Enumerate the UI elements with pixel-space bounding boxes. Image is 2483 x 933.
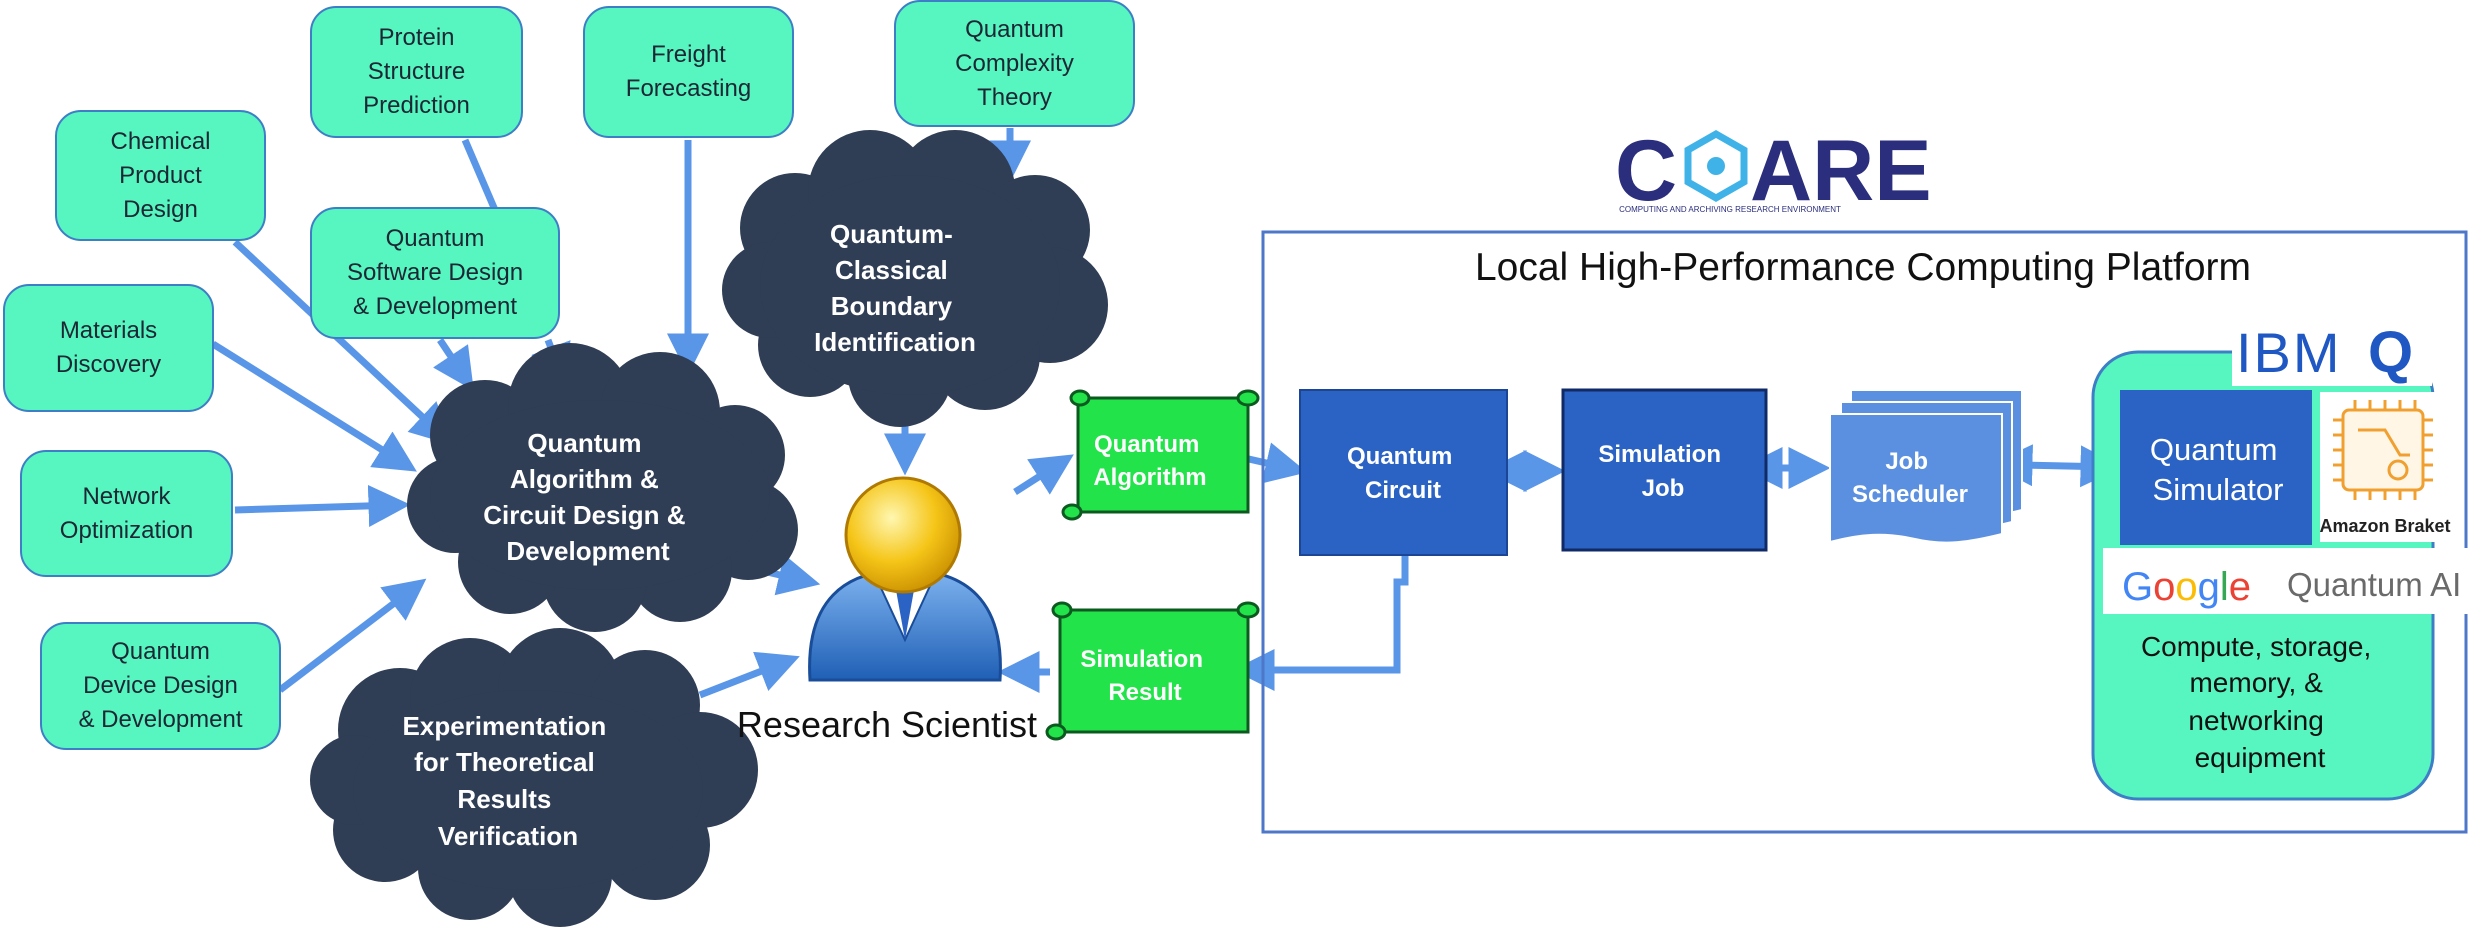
coare-logo: C ARE COMPUTING AND ARCHIVING RESEARCH E…: [1615, 123, 1932, 219]
app-box-freight-forecasting: Freight Forecasting: [583, 6, 794, 138]
scroll-quantum-algorithm: [1061, 389, 1260, 521]
amazon-braket-chip-icon: [2333, 400, 2433, 500]
google-letter-6: e: [2229, 565, 2251, 609]
cloud-algorithm: [407, 343, 798, 632]
equipment-line-3: networking: [2188, 705, 2323, 736]
scientist-icon: [808, 476, 1002, 682]
arrow-chemical-to-algorithm: [232, 239, 453, 446]
cloud-boundary-line-3: Boundary: [831, 291, 953, 321]
block-scheduler-text: Job Scheduler: [1852, 448, 1968, 508]
cloud-experiment-line-4: Verification: [438, 821, 578, 851]
cloud-algorithm-line-1: Quantum: [527, 428, 641, 458]
block-simulator-text: Quantum Simulator: [2150, 432, 2286, 507]
arrow-scientist-to-scroll: [1013, 454, 1074, 495]
cloud-experiment-line-1: Experimentation: [403, 711, 607, 741]
block-simulation-job: [1561, 388, 1768, 552]
block-simulator-line-1: Quantum: [2150, 432, 2278, 467]
arrow-device-to-algorithm: [277, 578, 427, 693]
google-quantum-ai-logo-bg: [2103, 548, 2483, 614]
cloud-boundary: [722, 130, 1108, 427]
cloud-boundary-line-4: Identification: [814, 327, 976, 357]
quantum-ai-logo: Quantum AI: [2287, 566, 2461, 603]
equipment-line-2: memory, &: [2189, 667, 2323, 698]
ibm-q-logo: Q: [2368, 320, 2413, 385]
cloud-experiment-text: Experimentation for Theoretical Results …: [403, 711, 614, 851]
amazon-braket-label: Amazon Braket: [2319, 516, 2450, 536]
block-quantum-circuit: [1299, 389, 1508, 556]
cloud-experiment-line-2: for Theoretical: [414, 747, 595, 777]
app-box-materials-discovery: Materials Discovery: [3, 284, 214, 412]
block-circuit-line-1: Quantum: [1347, 443, 1452, 470]
scroll-result-text: Simulation Result: [1080, 646, 1209, 706]
app-box-quantum-complexity-theory: Quantum Complexity Theory: [894, 0, 1135, 127]
block-job-text: Simulation Job: [1598, 441, 1727, 502]
coare-logo-hexagon-icon: [1684, 129, 1748, 203]
platform-title: Local High-Performance Computing Platfor…: [1475, 246, 2251, 289]
scroll-simulation-result: [1045, 601, 1260, 741]
cloud-algorithm-line-4: Development: [506, 536, 670, 566]
cloud-boundary-text: Quantum- Classical Boundary Identificati…: [814, 219, 976, 357]
scroll-result-line-1: Simulation: [1080, 646, 1203, 673]
cloud-experiment: [310, 628, 758, 927]
arrow-protein-to-algorithm: [461, 138, 499, 212]
block-job-line-2: Job: [1642, 475, 1685, 502]
arrow-circuit-to-result: [1232, 555, 1409, 691]
coare-logo-c: C: [1615, 123, 1677, 219]
cloud-algorithm-line-2: Algorithm &: [510, 464, 659, 494]
arrow-software-to-algorithm-1: [433, 338, 474, 391]
block-job-line-1: Simulation: [1598, 441, 1721, 468]
app-box-protein-structure-prediction: Protein Structure Prediction: [310, 6, 523, 138]
block-quantum-simulator: [2120, 390, 2312, 545]
google-letter-2: o: [2153, 565, 2175, 609]
google-letter-5: l: [2220, 565, 2229, 609]
coare-logo-tagline: COMPUTING AND ARCHIVING RESEARCH ENVIRON…: [1619, 205, 1841, 214]
scroll-algorithm-line-2: Algorithm: [1093, 464, 1206, 491]
block-circuit-text: Quantum Circuit: [1347, 443, 1459, 504]
cloud-algorithm-text: Quantum Algorithm & Circuit Design & Dev…: [483, 428, 692, 566]
scroll-result-line-2: Result: [1108, 679, 1181, 706]
equipment-line-4: equipment: [2195, 742, 2326, 773]
ibm-logo: IBM: [2236, 321, 2342, 384]
google-letter-4: g: [2198, 565, 2220, 609]
block-scheduler-line-2: Scheduler: [1852, 481, 1968, 508]
scroll-algorithm-text: Quantum Algorithm: [1093, 431, 1206, 491]
arrow-network-to-algorithm: [234, 484, 411, 527]
cloud-boundary-line-1: Quantum-: [830, 219, 953, 249]
google-letter-1: G: [2122, 565, 2153, 609]
block-circuit-line-2: Circuit: [1365, 477, 1441, 504]
app-box-network-optimization: Network Optimization: [20, 450, 233, 577]
cloud-boundary-line-2: Classical: [835, 255, 948, 285]
block-job-scheduler: [1829, 389, 2023, 544]
coare-logo-rest: ARE: [1750, 123, 1932, 219]
google-logo: Google: [2122, 565, 2251, 609]
app-box-quantum-device-design: Quantum Device Design & Development: [40, 622, 281, 750]
scientist-label: Research Scientist: [737, 704, 1037, 745]
block-scheduler-line-1: Job: [1885, 448, 1928, 475]
equipment-line-1: Compute, storage,: [2141, 631, 2371, 662]
equipment-text: Compute, storage, memory, & networking e…: [2141, 631, 2379, 773]
ibm-q-logo-bg: [2232, 318, 2432, 386]
app-box-chemical-product-design: Chemical Product Design: [55, 110, 266, 241]
platform-frame: [1261, 230, 2468, 834]
arrow-experiment-to-scientist: [698, 651, 800, 699]
app-box-quantum-software-design: Quantum Software Design & Development: [310, 207, 560, 339]
google-letter-3: o: [2175, 565, 2197, 609]
arrow-materials-to-algorithm: [211, 341, 417, 472]
cloud-algorithm-line-3: Circuit Design &: [483, 500, 685, 530]
cloud-experiment-line-3: Results: [457, 784, 551, 814]
block-simulator-line-2: Simulator: [2153, 472, 2284, 507]
scroll-algorithm-line-1: Quantum: [1094, 431, 1199, 458]
